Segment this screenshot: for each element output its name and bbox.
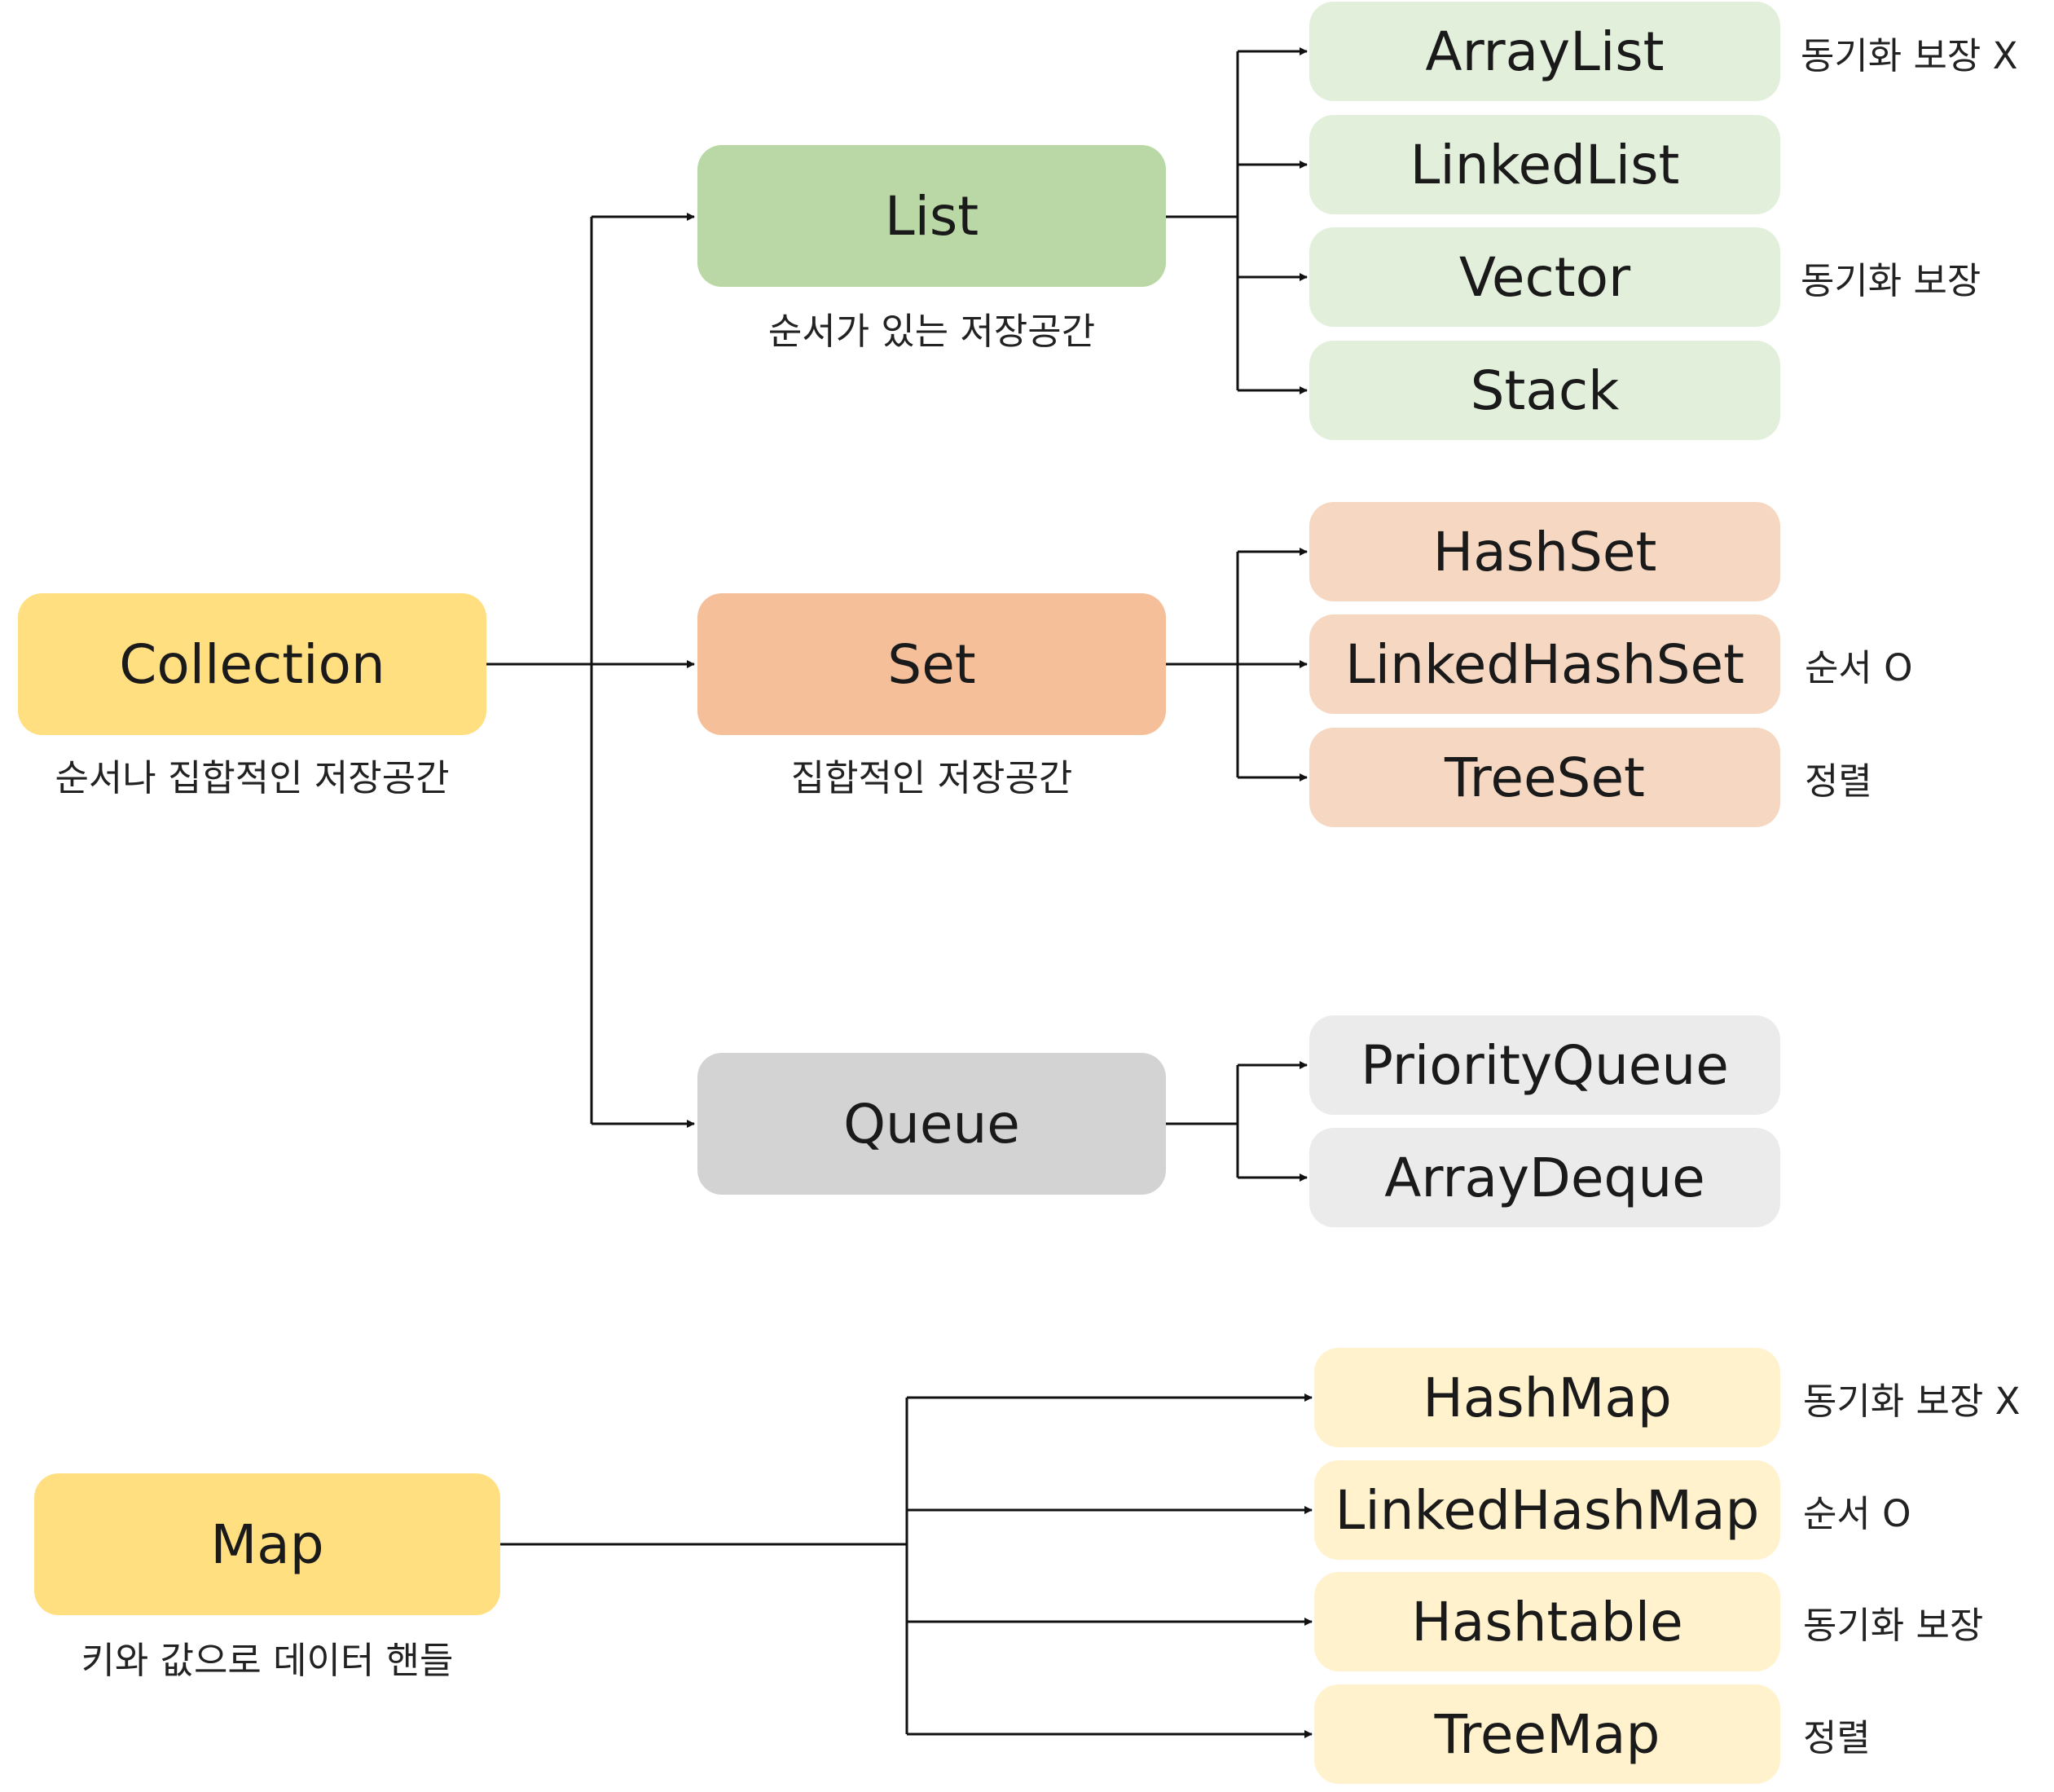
set-child-label: LinkedHashSet bbox=[1345, 632, 1744, 696]
map-child-label: HashMap bbox=[1423, 1366, 1672, 1429]
list-child-note: 동기화 보장 bbox=[1801, 259, 1981, 302]
map-child-node: Hashtable bbox=[1314, 1572, 1780, 1671]
list-child-note: 동기화 보장 X bbox=[1801, 34, 2018, 77]
set-label: Set bbox=[887, 632, 976, 696]
set-caption: 집합적인 저장공간 bbox=[790, 756, 1073, 799]
list-child-node: LinkedList bbox=[1309, 115, 1780, 214]
map-child-note: 동기화 보장 bbox=[1803, 1604, 1984, 1647]
map-label: Map bbox=[210, 1512, 324, 1576]
queue-child-node: ArrayDeque bbox=[1309, 1128, 1780, 1227]
list-child-label: LinkedList bbox=[1410, 133, 1680, 196]
list-node: List bbox=[697, 145, 1166, 287]
set-child-note: 정렬 bbox=[1805, 760, 1872, 803]
map-child-note: 순서 O bbox=[1803, 1492, 1911, 1535]
map-node: Map bbox=[34, 1473, 500, 1615]
map-child-node: HashMap bbox=[1314, 1348, 1780, 1447]
queue-child-label: PriorityQueue bbox=[1361, 1033, 1729, 1097]
map-caption: 키와 값으로 데이터 핸들 bbox=[81, 1639, 454, 1682]
map-child-node: TreeMap bbox=[1314, 1684, 1780, 1784]
map-child-label: LinkedHashMap bbox=[1335, 1478, 1760, 1542]
list-child-node: Vector bbox=[1309, 227, 1780, 327]
collection-caption: 순서나 집합적인 저장공간 bbox=[55, 756, 450, 799]
set-child-node: TreeSet bbox=[1309, 728, 1780, 827]
set-child-node: HashSet bbox=[1309, 502, 1780, 601]
set-child-note: 순서 O bbox=[1805, 646, 1913, 689]
list-child-label: Vector bbox=[1458, 245, 1631, 309]
set-child-node: LinkedHashSet bbox=[1309, 614, 1780, 714]
list-child-node: ArrayList bbox=[1309, 2, 1780, 101]
map-child-label: Hashtable bbox=[1411, 1590, 1683, 1653]
queue-node: Queue bbox=[697, 1053, 1166, 1195]
list-child-label: ArrayList bbox=[1425, 20, 1665, 83]
list-child-node: Stack bbox=[1309, 341, 1780, 440]
queue-label: Queue bbox=[843, 1092, 1020, 1156]
list-caption: 순서가 있는 저장공간 bbox=[768, 310, 1096, 353]
map-child-note: 정렬 bbox=[1803, 1716, 1871, 1759]
map-child-label: TreeMap bbox=[1434, 1702, 1660, 1766]
queue-child-node: PriorityQueue bbox=[1309, 1015, 1780, 1115]
queue-child-label: ArrayDeque bbox=[1384, 1146, 1705, 1209]
map-child-note: 동기화 보장 X bbox=[1803, 1380, 2021, 1423]
collection-label: Collection bbox=[119, 632, 385, 696]
map-child-node: LinkedHashMap bbox=[1314, 1460, 1780, 1560]
set-child-label: HashSet bbox=[1432, 520, 1657, 583]
set-child-label: TreeSet bbox=[1445, 746, 1645, 809]
collection-node: Collection bbox=[18, 593, 486, 735]
set-node: Set bbox=[697, 593, 1166, 735]
list-child-label: Stack bbox=[1470, 359, 1620, 422]
list-label: List bbox=[884, 184, 979, 248]
